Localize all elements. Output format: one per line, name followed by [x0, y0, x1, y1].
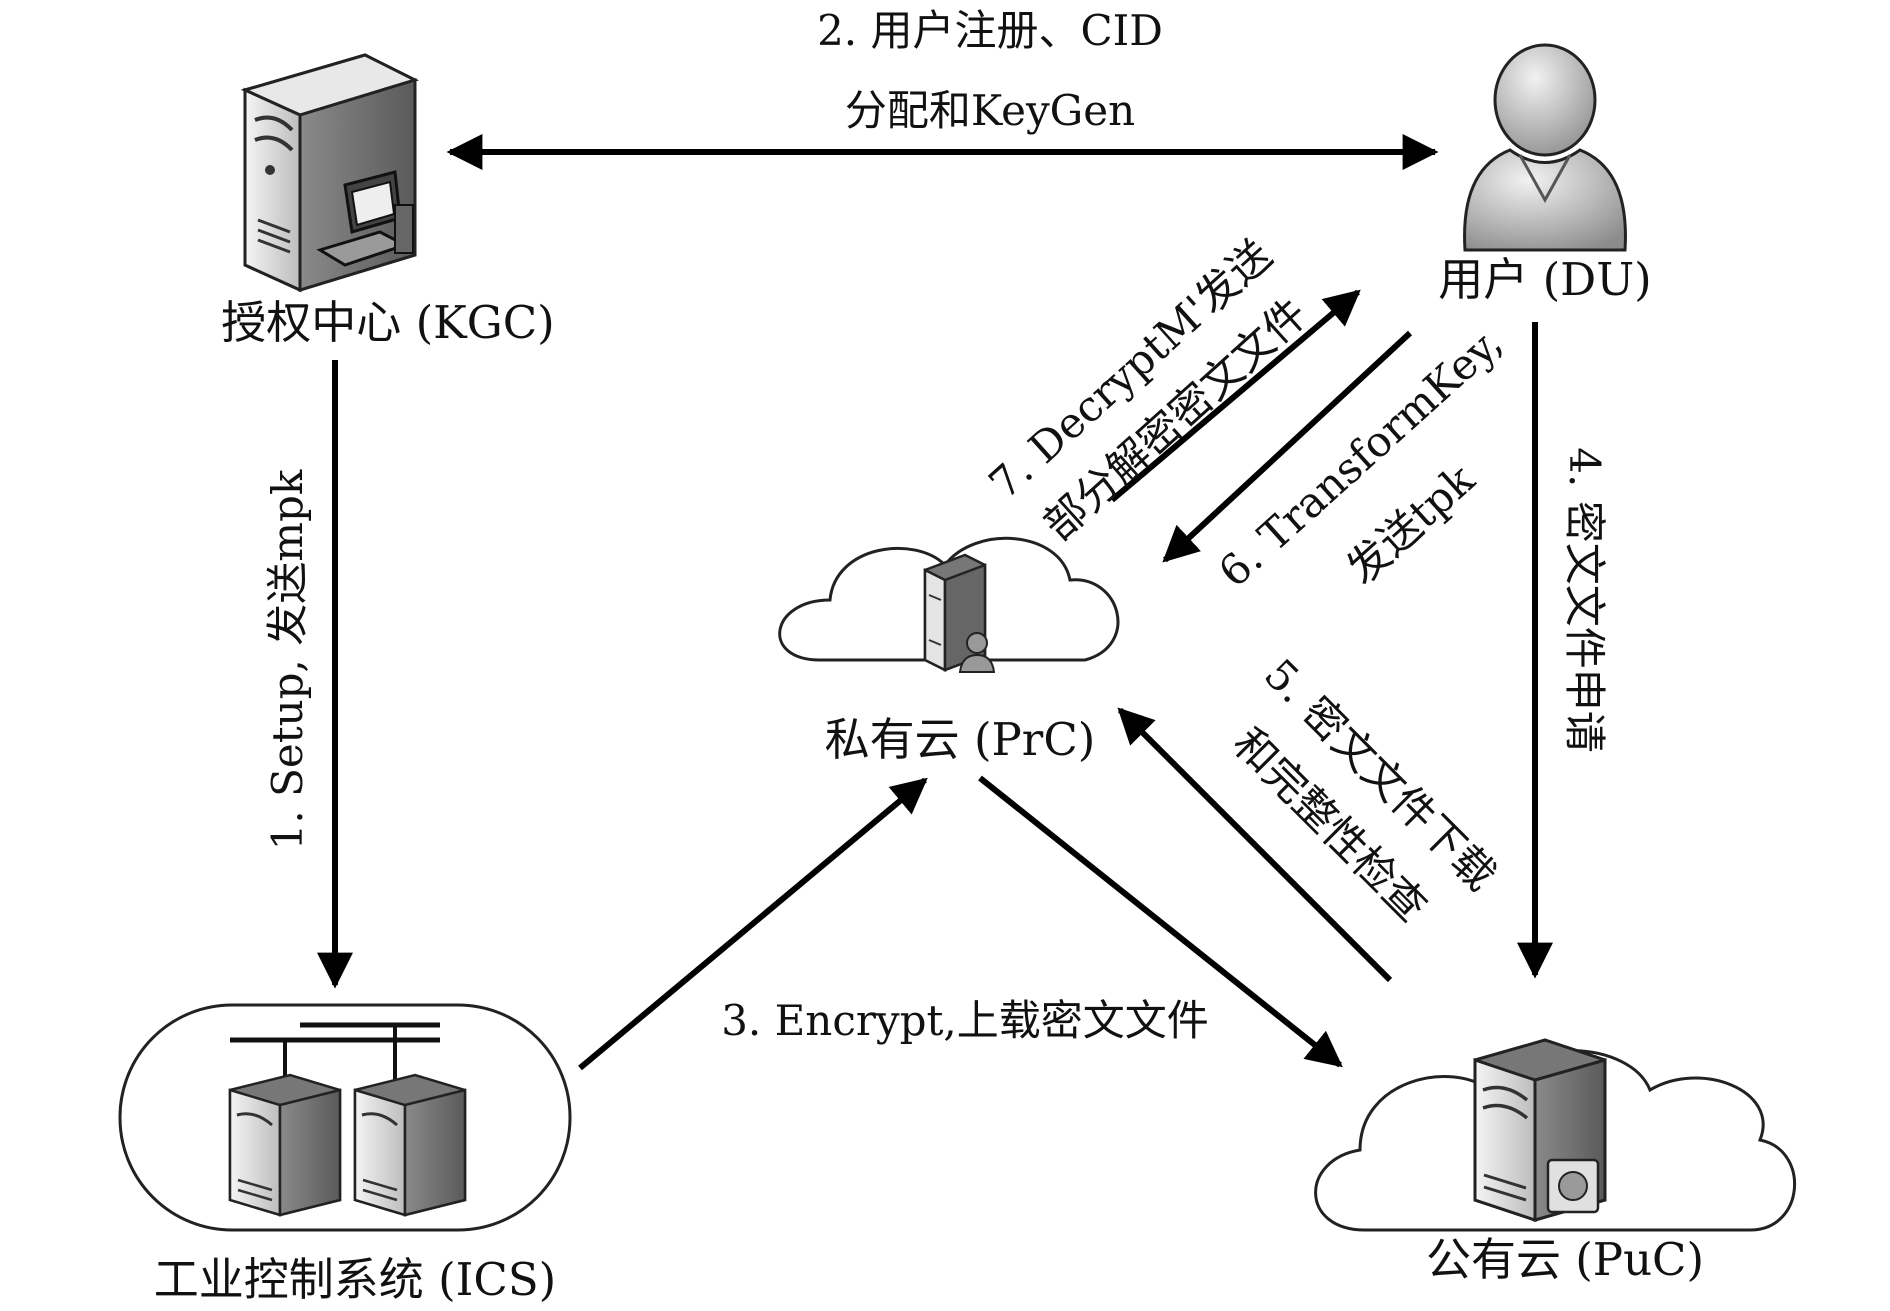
- edge-1-label: 1. Setup, 发送mpk: [263, 469, 312, 850]
- arrow-puc-prc: [1117, 707, 1393, 983]
- edge-4-label: 4. 密文文件申请: [1560, 447, 1609, 752]
- document-icon: [1546, 1158, 1600, 1214]
- du-label: 用户 (DU): [1438, 253, 1651, 306]
- computer-icon: [316, 170, 414, 267]
- server-icon: [353, 1073, 467, 1217]
- network-icon: [230, 1022, 440, 1080]
- prc-label: 私有云 (PrC): [825, 713, 1096, 766]
- user-icon: [958, 632, 996, 673]
- edge-3-label: 3. Encrypt,上载密文文件: [721, 996, 1209, 1045]
- user-icon: [1463, 43, 1627, 252]
- server-icon: [228, 1073, 342, 1217]
- kgc-label: 授权中心 (KGC): [221, 296, 554, 349]
- arrow-du-prc: [1162, 330, 1413, 563]
- arrow-prc-puc: [978, 775, 1343, 1068]
- arrow-ics-prc: [578, 777, 928, 1071]
- kgc-node: 授权中心 (KGC): [221, 53, 555, 349]
- puc-label: 公有云 (PuC): [1426, 1233, 1704, 1286]
- ics-node: 工业控制系统 (ICS): [118, 1003, 572, 1306]
- puc-node: 公有云 (PuC): [1314, 1038, 1796, 1286]
- ics-label: 工业控制系统 (ICS): [154, 1253, 556, 1306]
- du-node: 用户 (DU): [1438, 43, 1652, 306]
- edge-2-label-line2: 分配和KeyGen: [845, 86, 1135, 135]
- prc-node: 私有云 (PrC): [778, 536, 1120, 766]
- edge-2-label-line1: 2. 用户注册、CID: [817, 6, 1163, 55]
- arrow-prc-du: [1110, 289, 1361, 503]
